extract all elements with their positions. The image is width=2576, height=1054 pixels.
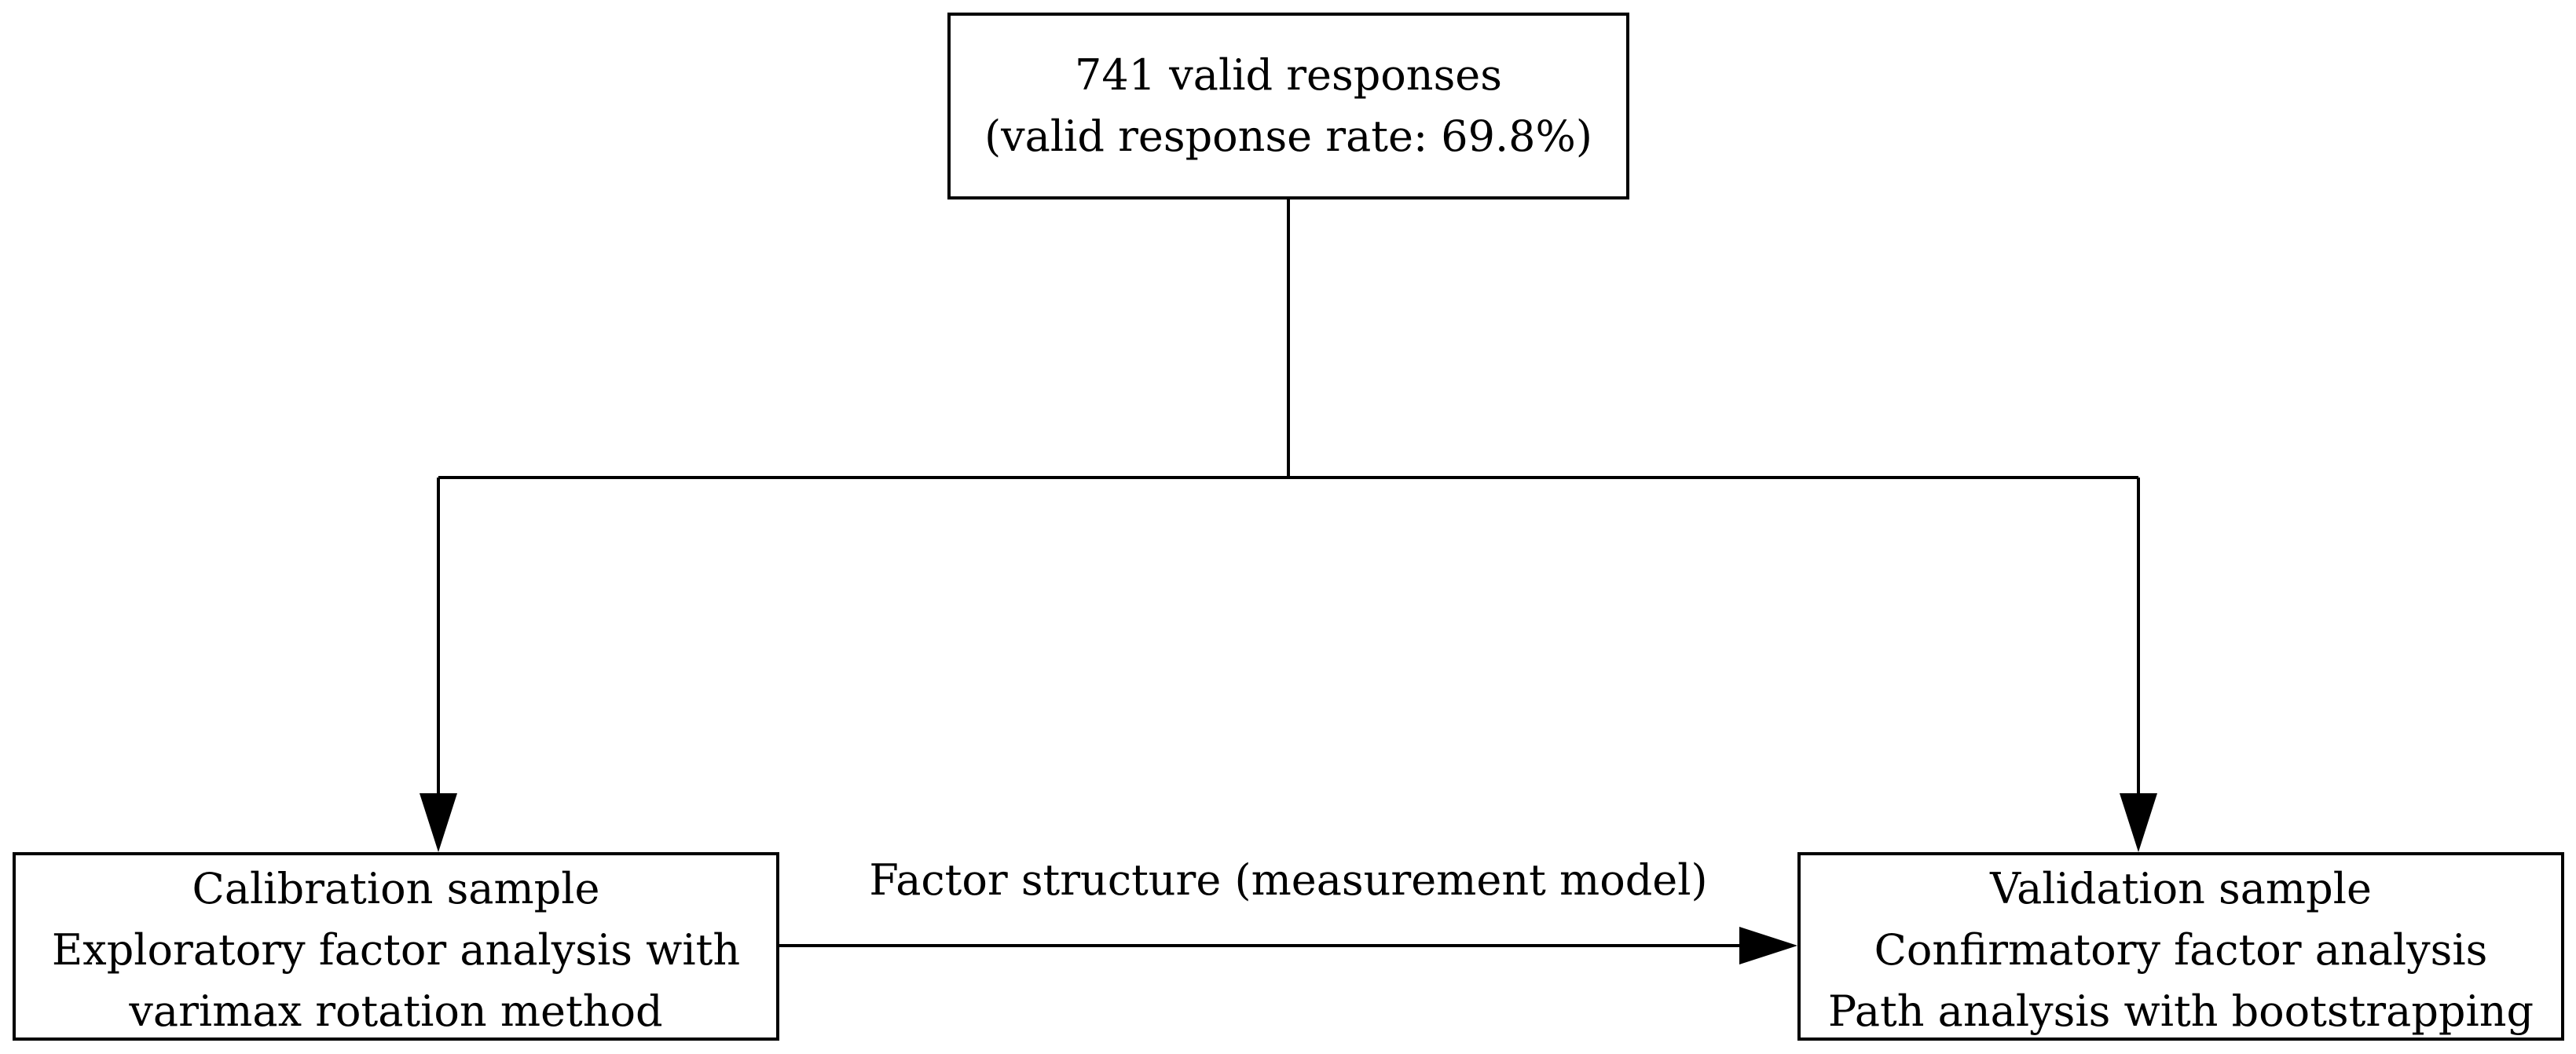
right-arrowhead [2120,793,2157,852]
calibration-method-line2: varimax rotation method [129,986,663,1036]
validation-method-cfa: Confirmatory factor analysis [1874,925,2488,975]
factor-structure-arrowhead [1739,927,1797,964]
validation-method-path: Path analysis with bootstrapping [1827,986,2534,1036]
calibration-sample-box: Calibration sample Exploratory factor an… [13,852,779,1041]
left-arrowhead [420,793,457,852]
calibration-sample-title: Calibration sample [192,864,600,913]
valid-responses-count: 741 valid responses [1075,50,1502,100]
validation-sample-title: Validation sample [1990,864,2372,913]
factor-structure-label: Factor structure (measurement model) [869,855,1708,905]
validation-sample-box: Validation sample Confirmatory factor an… [1797,852,2564,1041]
valid-response-rate: (valid response rate: 69.8%) [984,112,1592,161]
calibration-method-line1: Exploratory factor analysis with [51,925,741,975]
valid-responses-box: 741 valid responses (valid response rate… [947,13,1629,199]
